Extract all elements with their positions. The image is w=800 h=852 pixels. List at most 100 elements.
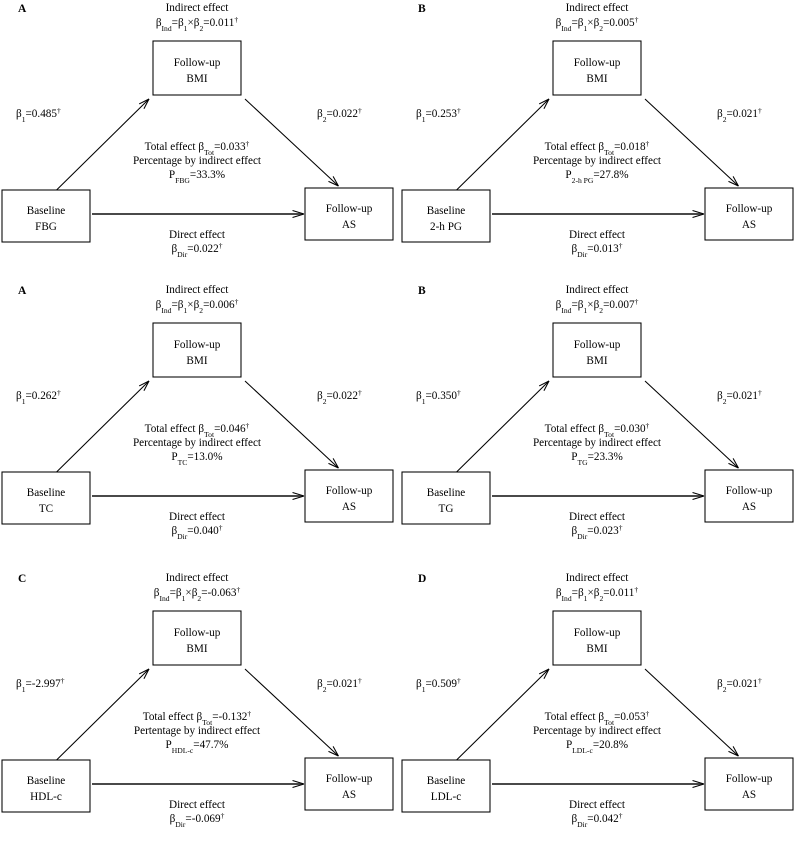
arrowhead-exposure-to-outcome: [692, 779, 705, 789]
outcome-node-line1: Follow-up: [726, 485, 773, 497]
path-exposure-to-mediator: [456, 668, 550, 761]
direct-effect-heading: Direct effect: [569, 511, 626, 523]
percentage-heading: Percentage by indirect effect: [533, 155, 662, 167]
percentage-heading: Percentage by indirect effect: [533, 437, 662, 449]
indirect-effect-heading: Indirect effect: [566, 572, 630, 584]
total-effect-value: Total effect βTot=0.053†: [545, 709, 650, 727]
exposure-node-line2: HDL-c: [30, 791, 62, 803]
arrowhead-mediator-to-outcome: [728, 458, 739, 469]
mediator-node-line2: BMI: [586, 73, 607, 85]
arrowhead-exposure-to-outcome: [692, 491, 705, 501]
direct-effect-value: βDir=0.022†: [171, 241, 222, 259]
mediator-node-line1: Follow-up: [174, 627, 221, 639]
exposure-node-line2: LDL-c: [431, 791, 461, 803]
exposure-node-line2: FBG: [35, 221, 57, 233]
exposure-node-line1: Baseline: [27, 205, 66, 217]
indirect-effect-value: βInd=β1×β2=0.007†: [556, 297, 639, 315]
indirect-effect-heading: Indirect effect: [166, 284, 230, 296]
percentage-value: P2-h PG=27.8%: [565, 169, 628, 185]
panel-letter: D: [418, 573, 426, 585]
arrowhead-mediator-to-outcome: [328, 458, 339, 469]
beta2-label: β2=0.022†: [317, 388, 362, 406]
exposure-node-line1: Baseline: [427, 487, 466, 499]
path-exposure-to-mediator: [56, 380, 150, 473]
mediator-node-line1: Follow-up: [574, 627, 621, 639]
outcome-node-line1: Follow-up: [326, 485, 373, 497]
arrowhead-mediator-to-outcome: [728, 746, 739, 757]
exposure-node-line1: Baseline: [427, 775, 466, 787]
direct-effect-heading: Direct effect: [569, 799, 626, 811]
outcome-node-line2: AS: [342, 501, 356, 513]
outcome-node-box: [704, 187, 794, 241]
indirect-effect-value: βInd=β1×β2=0.006†: [156, 297, 239, 315]
indirect-effect-value: βInd=β1×β2=0.011†: [556, 585, 639, 603]
percentage-heading: Pertentage by indirect effect: [134, 725, 261, 737]
direct-effect-heading: Direct effect: [169, 799, 226, 811]
indirect-effect-value: βInd=β1×β2=0.005†: [556, 15, 639, 33]
direct-effect-value: βDir=0.040†: [171, 523, 222, 541]
outcome-node-line2: AS: [342, 219, 356, 231]
mediator-node-line2: BMI: [186, 355, 207, 367]
mediator-node-box: [552, 40, 642, 96]
mediator-node-box: [552, 610, 642, 666]
exposure-node-line1: Baseline: [27, 487, 66, 499]
mediator-node-box: [152, 40, 242, 96]
beta1-label: β1=-2.997†: [16, 676, 65, 694]
total-effect-value: Total effect βTot=0.033†: [145, 139, 250, 157]
arrowhead-exposure-to-mediator: [538, 98, 550, 110]
path-exposure-to-mediator: [56, 98, 150, 191]
path-mediator-to-outcome: [244, 668, 339, 757]
arrowhead-exposure-to-outcome: [292, 209, 305, 219]
beta1-label: β1=0.350†: [416, 388, 461, 406]
mediator-node-line1: Follow-up: [574, 339, 621, 351]
arrowhead-mediator-to-outcome: [328, 176, 339, 187]
beta2-label: β2=0.021†: [717, 676, 762, 694]
exposure-node-line2: TG: [439, 503, 454, 515]
outcome-node-line2: AS: [742, 501, 756, 513]
beta2-label: β2=0.021†: [717, 388, 762, 406]
beta2-label: β2=0.021†: [317, 676, 362, 694]
mediator-node-box: [552, 322, 642, 378]
percentage-value: PLDL-c=20.8%: [566, 739, 628, 755]
direct-effect-value: βDir=0.013†: [571, 241, 622, 259]
percentage-value: PTG=23.3%: [571, 451, 623, 467]
panel-letter: B: [418, 285, 426, 297]
percentage-value: PFBG=33.3%: [169, 169, 225, 185]
exposure-node-box: [1, 471, 91, 525]
mediator-node-line2: BMI: [586, 643, 607, 655]
indirect-effect-value: βInd=β1×β2=-0.063†: [154, 585, 241, 603]
arrowhead-exposure-to-outcome: [692, 209, 705, 219]
mediator-node-line1: Follow-up: [174, 339, 221, 351]
mediator-node-line2: BMI: [186, 73, 207, 85]
panel-letter: A: [18, 3, 27, 15]
outcome-node-line2: AS: [742, 789, 756, 801]
panel-letter: A: [18, 285, 27, 297]
panel-letter: C: [18, 573, 26, 585]
arrowhead-exposure-to-mediator: [538, 380, 550, 392]
outcome-node-line1: Follow-up: [326, 203, 373, 215]
path-exposure-to-mediator: [456, 380, 550, 473]
exposure-node-box: [401, 189, 491, 243]
path-mediator-to-outcome: [244, 380, 339, 469]
exposure-node-box: [1, 189, 91, 243]
indirect-effect-heading: Indirect effect: [566, 2, 630, 14]
outcome-node-box: [304, 187, 394, 241]
